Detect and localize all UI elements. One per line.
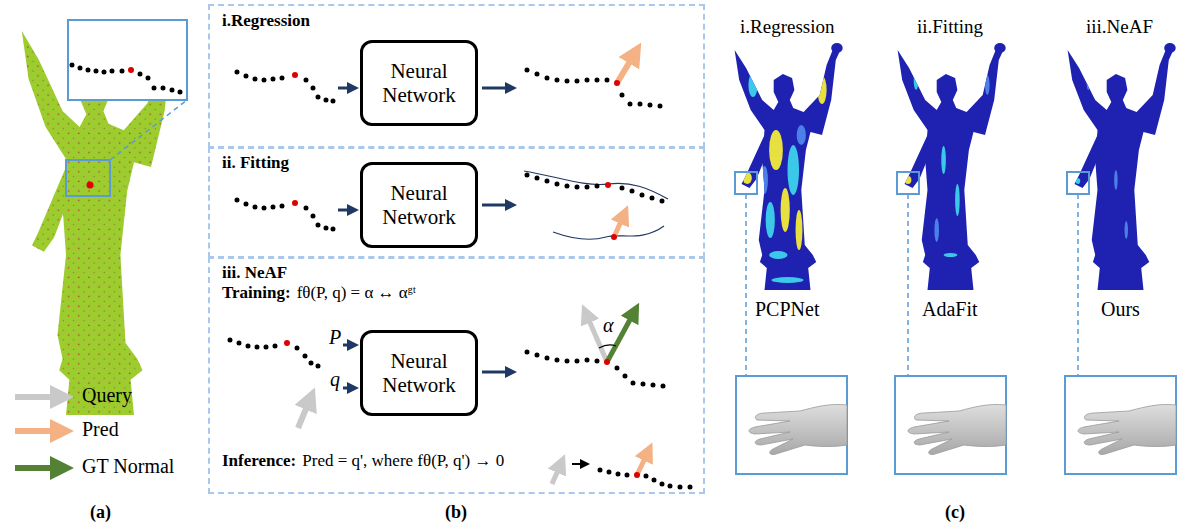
query-point [292,200,298,206]
query-point [87,182,94,189]
point-dots [527,352,663,386]
flow-arrow [343,387,350,390]
point-dots [600,470,690,487]
flow-arrow [338,87,350,90]
subfigure-label: (a) [90,502,111,523]
query-point [128,67,134,73]
flow-arrow [343,344,350,347]
angle-arc [599,345,616,348]
panel-text: fθ(P, q) = α ↔ αᵍᵗ [297,283,416,303]
method-label: iii.NeAF [1086,16,1153,38]
symbol-label: P [329,326,341,349]
box-label: Neural Network [367,181,471,229]
network-box: Neural Network [360,330,478,416]
dashed-panel: ii. FittingNeural Network [208,147,705,258]
pred-arrow [617,58,632,83]
flow-arrow [482,87,508,90]
method-label: i.Regression [740,16,834,38]
query-point [284,340,290,346]
panel-text: Inference: [222,451,296,471]
subfigure-label: (c) [945,502,965,523]
legend-arrow [15,465,56,471]
legend-text: GT Normal [82,455,174,478]
hand-closeup [736,376,847,474]
query-point [611,234,617,240]
method-label: AdaFit [922,298,978,321]
dashed-panel: i.RegressionNeural Network [208,4,705,148]
panel-title: i.Regression [222,11,310,31]
fitted-curve [553,226,664,239]
legend-text: Pred [82,418,119,441]
method-label: ii.Fitting [917,16,983,38]
zoom-region [66,160,110,196]
box-label: Neural Network [367,349,471,397]
point-dots [230,340,318,366]
point-dots [527,175,662,201]
panel-title: ii. Fitting [222,153,289,173]
query-point [634,472,640,478]
point-dots [237,200,333,229]
error-statue [1068,43,1176,290]
symbol-label: q [330,368,340,391]
hand-closeup [895,376,1006,474]
update-arrow [572,463,582,465]
flow-arrow [338,209,350,212]
method-label: Ours [1101,298,1140,321]
query-point [605,182,611,188]
query-point [614,80,620,86]
zoom-regions [735,172,1089,194]
query-point [604,359,610,365]
zoom-box [68,20,187,100]
legend-text: Query [82,384,132,407]
pred-arrow [637,456,646,475]
subfigure-label: (b) [445,502,467,523]
query-arrow [552,468,559,484]
zoom-leader [110,100,187,160]
zoom-leaders [746,194,1078,375]
flow-arrow [482,204,508,207]
panel-title: iii. NeAF [222,263,287,283]
symbol-label: α [603,314,614,337]
dashed-panel: iii. NeAFTraining: fθ(P, q) = α ↔ αᵍᵗInfe… [208,257,705,494]
panel-text: Pred = q', where fθ(P, q') → 0 [302,451,504,471]
panel-text: Training: [222,283,291,303]
error-statue [735,43,843,290]
network-box: Neural Network [360,40,478,126]
query-point [292,72,298,78]
point-dots [72,65,180,92]
method-label: PCPNet [755,298,819,321]
legend-arrow [15,394,56,400]
legend-arrow [15,428,56,434]
error-statue [898,43,1006,290]
flow-arrow [482,371,508,374]
network-box: Neural Network [360,162,478,248]
query-arrow [298,404,308,428]
point-dots [237,72,333,101]
point-dots [527,70,660,106]
box-label: Neural Network [367,59,471,107]
hand-closeup [1065,376,1176,474]
